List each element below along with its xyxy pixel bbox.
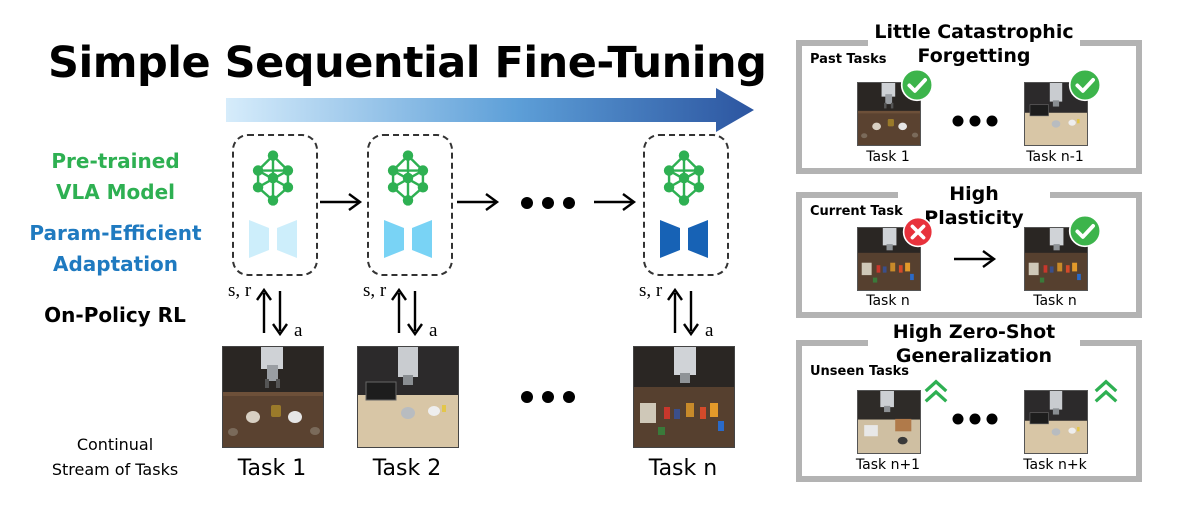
ellipsis-icon — [952, 115, 998, 127]
adapter-icon — [660, 220, 708, 258]
interaction-arrows-1 — [256, 287, 288, 337]
plasticity-left-task-label: Task n — [866, 293, 910, 309]
on-policy-rl-label: On-Policy RL — [44, 303, 186, 327]
state-reward-label-2: s, r — [363, 280, 387, 301]
forgetting-panel-title: Little Catastrophic Forgetting — [868, 20, 1080, 68]
action-label-1: a — [294, 320, 303, 341]
unseen-tasks-label: Unseen Tasks — [810, 364, 910, 379]
task-2-label: Task 2 — [372, 456, 442, 481]
action-label-n: a — [705, 320, 714, 341]
double-chevron-up-icon — [1092, 378, 1120, 406]
neural-network-icon — [245, 150, 301, 206]
check-icon — [900, 68, 934, 102]
diagram-title: Simple Sequential Fine-Tuning — [48, 38, 767, 88]
current-task-after-thumbnail — [1024, 227, 1088, 291]
double-chevron-up-icon — [922, 378, 950, 406]
generalization-panel-title: High Zero-Shot Generalization — [868, 320, 1080, 368]
past-tasks-label: Past Tasks — [810, 52, 887, 67]
task-n-label: Task n — [648, 456, 718, 481]
neural-network-icon — [380, 150, 436, 206]
state-reward-label-n: s, r — [639, 280, 663, 301]
task-1-thumbnail — [857, 82, 921, 146]
current-task-label: Current Task — [810, 204, 903, 219]
generalization-left-task-label: Task n+1 — [855, 457, 921, 473]
adapter-icon — [249, 220, 297, 258]
cross-icon — [902, 216, 934, 248]
check-icon — [1068, 68, 1102, 102]
ellipsis-icon — [952, 413, 998, 425]
task-1-scene-image — [222, 346, 324, 448]
task-n+1-thumbnail — [857, 390, 921, 454]
adapter-icon — [384, 220, 432, 258]
action-label-2: a — [429, 320, 438, 341]
neural-network-icon — [656, 150, 712, 206]
param-efficient-label: Param-Efficient Adaptation — [29, 221, 202, 276]
task-1-label: Task 1 — [237, 456, 307, 481]
ellipsis-icon — [521, 391, 575, 403]
interaction-arrows-n — [667, 287, 699, 337]
model-box-1 — [232, 134, 318, 276]
check-icon — [1068, 214, 1102, 248]
current-task-before-thumbnail — [857, 227, 921, 291]
task-n-1-thumbnail — [1024, 82, 1088, 146]
model-box-n — [643, 134, 729, 276]
task-2-scene-image — [357, 346, 459, 448]
sequence-arrow-1 — [320, 193, 363, 211]
sequence-arrow-2 — [457, 193, 500, 211]
task-n-scene-image — [633, 346, 735, 448]
task-n+k-thumbnail — [1024, 390, 1088, 454]
pretrained-vla-label: Pre-trained VLA Model — [51, 149, 180, 204]
plasticity-right-task-label: Task n — [1033, 293, 1077, 309]
sequence-arrow-3 — [594, 193, 637, 211]
state-reward-label-1: s, r — [228, 280, 252, 301]
continual-stream-label: Continual Stream of Tasks — [51, 435, 179, 479]
ellipsis-icon — [521, 197, 575, 209]
forgetting-right-task-label: Task n-1 — [1026, 149, 1084, 165]
progress-arrow — [226, 88, 754, 132]
generalization-right-task-label: Task n+k — [1023, 457, 1087, 473]
interaction-arrows-2 — [391, 287, 423, 337]
model-box-2 — [367, 134, 453, 276]
plasticity-arrow — [954, 250, 997, 268]
forgetting-left-task-label: Task 1 — [866, 149, 910, 165]
